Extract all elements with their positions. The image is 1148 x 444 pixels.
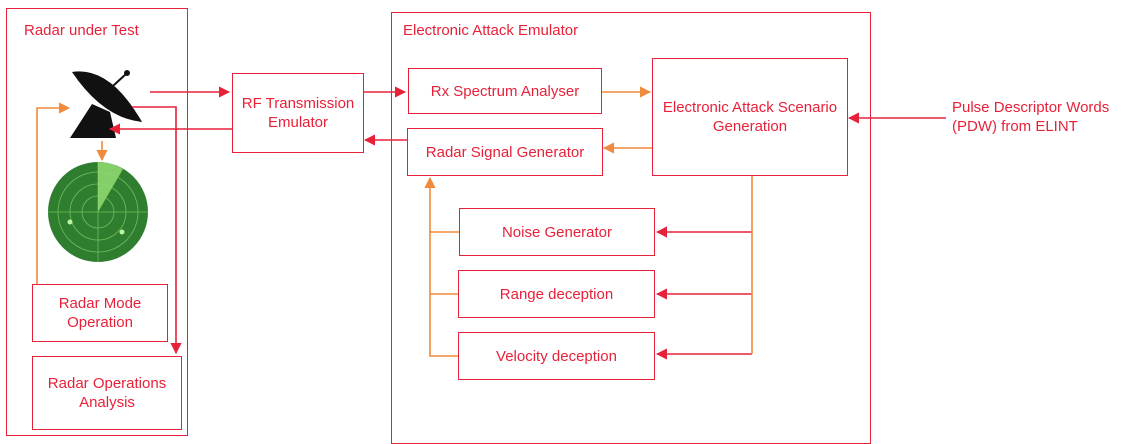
radar-scope-icon xyxy=(48,162,148,262)
rf-transmission-emulator-box: RF Transmission Emulator xyxy=(232,73,364,153)
pdw-input-label: Pulse Descriptor Words (PDW) from ELINT xyxy=(952,99,1110,135)
scenario-generation-box: Electronic Attack Scenario Generation xyxy=(652,58,848,176)
radar-mode-operation-box: Radar Mode Operation xyxy=(32,284,168,342)
radar-group-title: Radar under Test xyxy=(24,22,139,39)
velocity-deception-box: Velocity deception xyxy=(458,332,655,380)
emulator-group-title: Electronic Attack Emulator xyxy=(403,22,579,39)
radar-under-test-group xyxy=(6,8,188,436)
range-deception-box: Range deception xyxy=(458,270,655,318)
rx-spectrum-analyser-box: Rx Spectrum Analyser xyxy=(408,68,602,114)
mode-to-dish-arrow xyxy=(36,102,71,285)
radar-dish-icon xyxy=(70,70,142,138)
dish-to-analysis-arrow xyxy=(132,106,182,355)
radar-signal-generator-box: Radar Signal Generator xyxy=(407,128,603,176)
noise-generator-box: Noise Generator xyxy=(459,208,655,256)
radar-operations-analysis-box: Radar Operations Analysis xyxy=(32,356,182,430)
